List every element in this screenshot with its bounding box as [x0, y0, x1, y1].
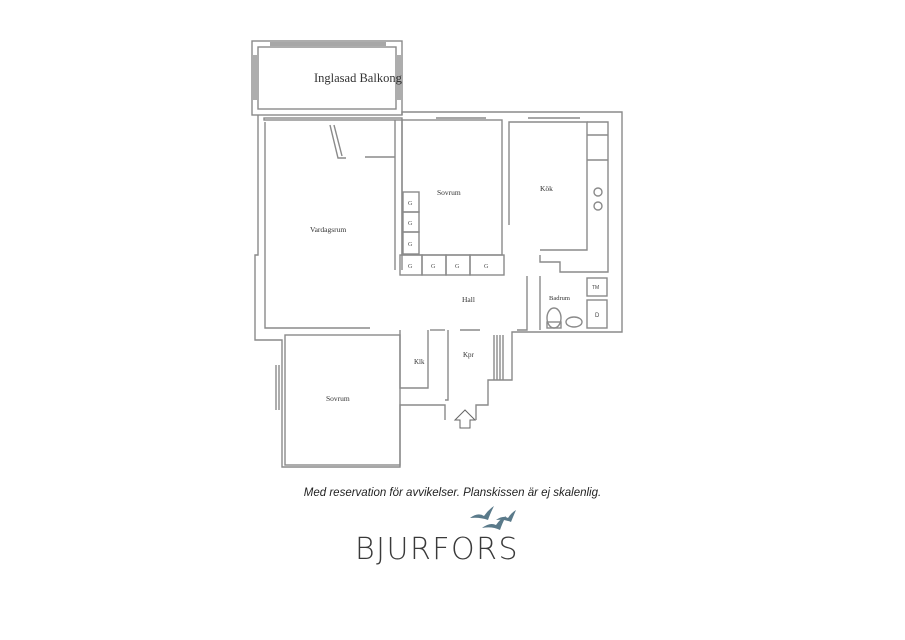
- wardrobe-label: G: [455, 264, 460, 270]
- flying-birds-logo-icon: [470, 506, 516, 530]
- wardrobe-label: G: [408, 242, 413, 248]
- room-label-bedroom-top: Sovrum: [437, 188, 461, 197]
- entrance-arrow-icon: [453, 409, 477, 429]
- appliance-label-d: D: [595, 313, 600, 319]
- balcony-inner: [257, 46, 397, 110]
- brand-name: BJURFORS: [355, 532, 520, 567]
- balcony-outline: [251, 40, 403, 116]
- wardrobe-label: G: [408, 201, 413, 207]
- room-label-entry: Kpr: [463, 351, 475, 359]
- room-label-hall: Hall: [462, 295, 475, 304]
- room-label-bath: Badrum: [549, 295, 570, 302]
- outer-wall-left: [254, 115, 446, 468]
- walls: [251, 40, 623, 468]
- disclaimer-text: Med reservation för avvikelser. Planskis…: [303, 487, 602, 499]
- wardrobe-label: G: [408, 264, 413, 270]
- room-label-living: Vardagsrum: [310, 225, 346, 234]
- wardrobe-label: G: [431, 264, 436, 270]
- wardrobe-row: [399, 254, 505, 276]
- outer-wall-right: [401, 111, 623, 420]
- wardrobe-label: G: [408, 221, 413, 227]
- room-label-kitchen: Kök: [540, 184, 553, 193]
- room-label-bedroom-bottom: Sovrum: [326, 394, 350, 403]
- closet-wall: [399, 330, 429, 389]
- appliance-label-tm: TM: [592, 285, 599, 291]
- bedroom-bottom-wall: [284, 334, 401, 466]
- room-label-balcony: Inglasad Balkong: [314, 71, 403, 85]
- balcony-door: [263, 117, 403, 121]
- living-room-wall: [264, 122, 370, 329]
- room-label-closet: Klk: [414, 358, 425, 366]
- wardrobe-labels: G G G G G G G: [408, 201, 489, 270]
- floor-plan: Inglasad Balkong Vardagsrum Sovrum Kök H…: [251, 40, 623, 468]
- wardrobe-column: [402, 191, 420, 255]
- wardrobe-label: G: [484, 264, 489, 270]
